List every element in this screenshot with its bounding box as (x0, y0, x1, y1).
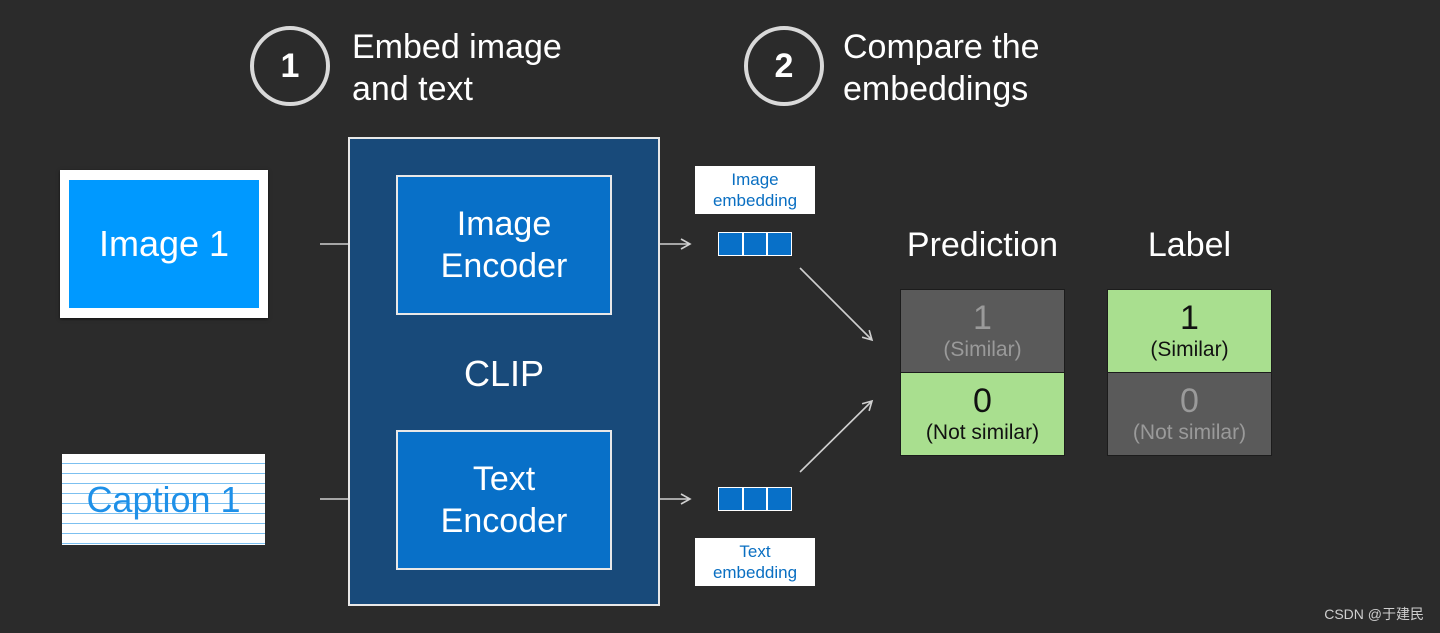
image-encoder-line2: Encoder (440, 247, 568, 285)
image-embedding-label-line1: Image (731, 170, 779, 189)
input-caption-label: Caption 1 (86, 478, 241, 520)
prediction-cell-similar: 1 (Similar) (901, 290, 1064, 372)
step-1-title-line2: and text (352, 70, 473, 108)
vector-cell (719, 233, 742, 255)
step-2-title-line1: Compare the (843, 28, 1040, 66)
image-encoder-line1: Image (456, 205, 552, 243)
text-encoder-box: Text Encoder (396, 430, 612, 570)
label-grid: 1 (Similar) 0 (Not similar) (1107, 289, 1272, 456)
grid-divider (1108, 372, 1271, 373)
label-cell-not-similar: 0 (Not similar) (1108, 373, 1271, 455)
step-2-title-line2: embeddings (843, 70, 1029, 108)
prediction-not-similar-value: 0 (973, 382, 992, 420)
label-not-similar-value: 0 (1180, 382, 1199, 420)
step-1-title-line1: Embed image (352, 28, 562, 66)
prediction-title: Prediction (906, 226, 1059, 264)
text-embedding-label-line1: Text (739, 542, 771, 561)
step-2-circle: 2 (744, 26, 824, 106)
prediction-cell-not-similar: 0 (Not similar) (901, 373, 1064, 455)
step-1-title: Embed image and text (352, 26, 672, 110)
text-embedding-vector (718, 487, 792, 511)
vector-cell (719, 488, 742, 510)
vector-cell (743, 488, 767, 510)
watermark: CSDN @于建民 (1324, 606, 1424, 622)
text-embedding-label: Text embedding (695, 538, 815, 586)
vector-cell (768, 488, 792, 510)
input-image-card: Image 1 (60, 170, 268, 318)
label-not-similar-text: (Not similar) (1132, 421, 1247, 444)
text-embedding-label-line2: embedding (712, 563, 798, 582)
label-similar-value: 1 (1180, 299, 1199, 337)
input-caption-card: Caption 1 (62, 454, 265, 545)
image-embedding-to-compare-arrow (799, 267, 874, 342)
image-embedding-label: Image embedding (695, 166, 815, 214)
step-2-number: 2 (774, 46, 794, 85)
image-embedding-label-line2: embedding (712, 191, 798, 210)
vector-cell (768, 233, 792, 255)
input-image-label: Image 1 (98, 223, 230, 264)
image-embedding-vector (718, 232, 792, 256)
prediction-similar-text: (Similar) (943, 338, 1022, 361)
image-encoder-box: Image Encoder (396, 175, 612, 315)
text-encoder-line2: Encoder (440, 502, 568, 540)
text-embedding-to-compare-arrow (799, 399, 874, 473)
clip-model-panel: Image Encoder CLIP Text Encoder (348, 137, 660, 606)
text-encoder-line1: Text (472, 460, 536, 498)
label-similar-text: (Similar) (1150, 338, 1229, 361)
prediction-grid: 1 (Similar) 0 (Not similar) (900, 289, 1065, 456)
prediction-not-similar-text: (Not similar) (925, 421, 1040, 444)
step-2-title: Compare the embeddings (843, 26, 1163, 110)
label-title: Label (1147, 226, 1232, 264)
label-cell-similar: 1 (Similar) (1108, 290, 1271, 372)
step-1-circle: 1 (250, 26, 330, 106)
input-image: Image 1 (69, 180, 259, 308)
prediction-similar-value: 1 (973, 299, 992, 337)
grid-divider (901, 372, 1064, 373)
clip-label: CLIP (463, 353, 545, 394)
step-1-number: 1 (280, 46, 300, 85)
vector-cell (743, 233, 767, 255)
